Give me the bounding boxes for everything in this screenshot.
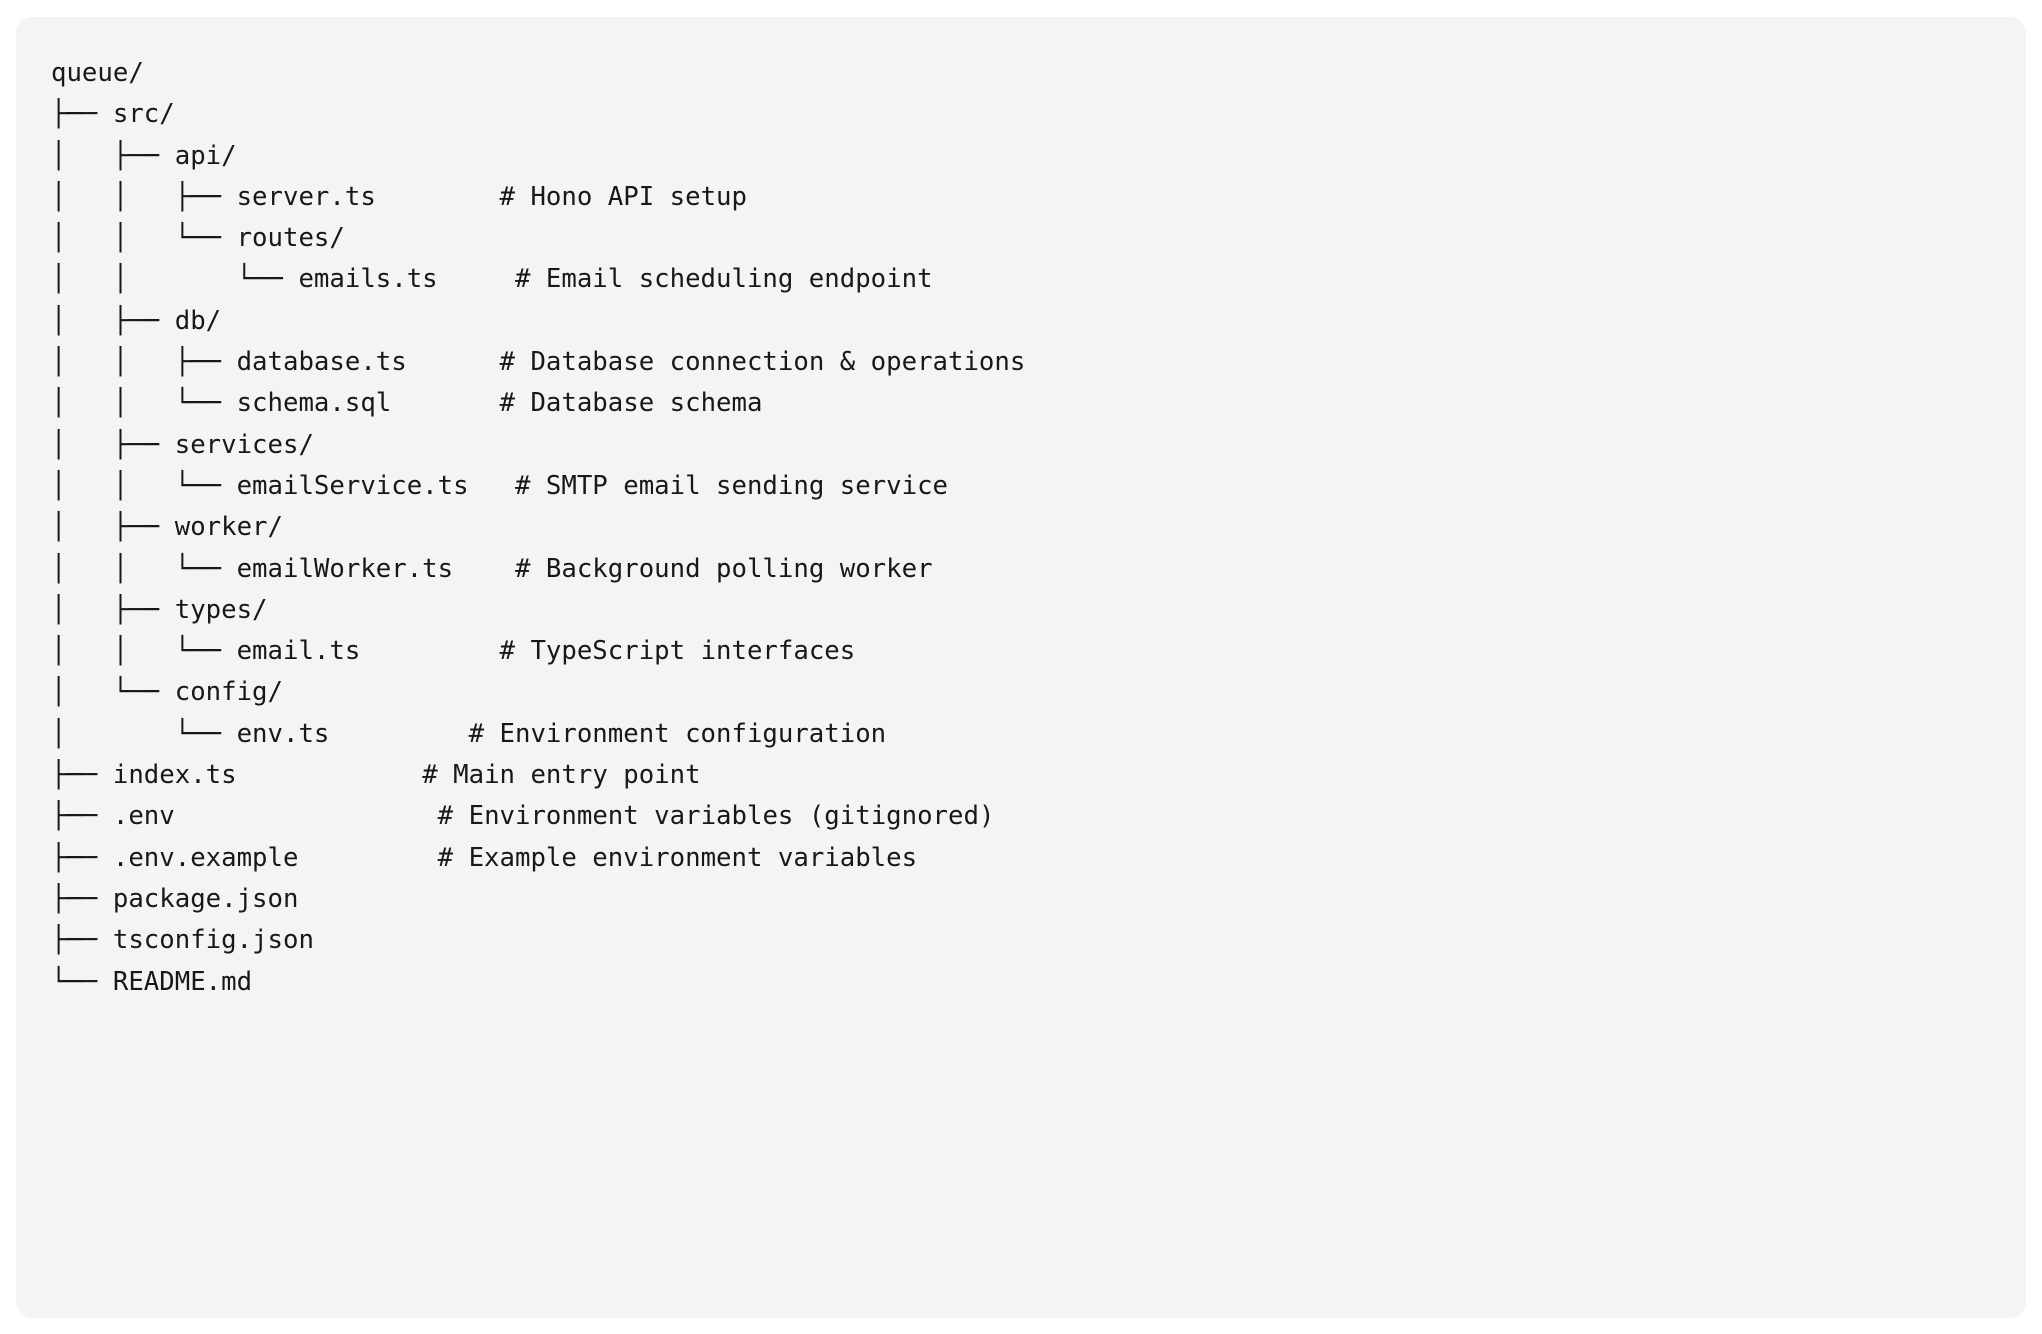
tree-comment: # Background polling worker	[514, 553, 933, 584]
tree-branch-glyphs: │ │ ├──	[51, 347, 237, 378]
tree-file-name[interactable]: emailWorker.ts	[236, 553, 454, 584]
tree-branch-glyphs: │ │ └──	[51, 388, 237, 419]
tree-comment-spacer	[438, 264, 515, 294]
tree-comment-spacer	[175, 801, 438, 831]
tree-file-name[interactable]: .env.example	[112, 842, 299, 873]
tree-line: │ │ └── emails.ts # Email scheduling end…	[51, 259, 2026, 300]
tree-directory-name[interactable]: db/	[174, 305, 222, 336]
tree-file-name[interactable]: server.ts	[236, 181, 376, 212]
tree-comment-spacer	[360, 636, 499, 666]
tree-branch-glyphs: └──	[51, 966, 113, 997]
tree-line: │ ├── db/	[51, 301, 2026, 342]
tree-line: ├── src/	[51, 94, 2026, 135]
tree-branch-glyphs: │ │ └──	[51, 223, 237, 254]
tree-branch-glyphs: │ │ ├──	[51, 181, 237, 212]
tree-line: queue/	[51, 53, 2026, 94]
tree-directory-name[interactable]: worker/	[174, 512, 283, 543]
tree-line: │ │ └── email.ts # TypeScript interfaces	[51, 631, 2026, 672]
tree-line: ├── tsconfig.json	[51, 920, 2026, 961]
tree-file-name[interactable]: schema.sql	[236, 388, 392, 419]
tree-file-name[interactable]: tsconfig.json	[112, 925, 314, 956]
tree-comment: # Example environment variables	[437, 842, 918, 873]
tree-line: ├── index.ts # Main entry point	[51, 755, 2026, 796]
tree-comment: # Database connection & operations	[499, 347, 1026, 378]
tree-branch-glyphs: ├──	[51, 760, 113, 791]
tree-comment-spacer	[391, 388, 499, 418]
tree-line: │ └── env.ts # Environment configuration	[51, 714, 2026, 755]
tree-comment: # Hono API setup	[499, 181, 747, 212]
tree-file-name[interactable]: emailService.ts	[236, 470, 469, 501]
tree-branch-glyphs: │ │ └──	[51, 470, 237, 501]
tree-comment: # Environment configuration	[468, 718, 887, 749]
tree-comment-spacer	[407, 347, 500, 377]
directory-tree-listing: queue/├── src/│ ├── api/│ │ ├── server.t…	[16, 53, 2026, 1003]
tree-file-name[interactable]: env.ts	[236, 718, 330, 749]
tree-branch-glyphs: ├──	[51, 842, 113, 873]
tree-directory-name[interactable]: routes/	[236, 223, 345, 254]
directory-tree-panel: queue/├── src/│ ├── api/│ │ ├── server.t…	[16, 17, 2026, 1318]
tree-branch-glyphs: ├──	[51, 801, 113, 832]
tree-directory-name[interactable]: config/	[174, 677, 283, 708]
tree-branch-glyphs: │ │ └──	[51, 636, 237, 667]
tree-line: │ ├── types/	[51, 590, 2026, 631]
tree-line: │ ├── api/	[51, 136, 2026, 177]
tree-line: └── README.md	[51, 962, 2026, 1003]
tree-comment-spacer	[237, 760, 423, 790]
tree-branch-glyphs: │ ├──	[51, 305, 175, 336]
tree-comment: # Environment variables (gitignored)	[437, 801, 995, 832]
tree-line: ├── .env.example # Example environment v…	[51, 838, 2026, 879]
tree-line: │ │ └── routes/	[51, 218, 2026, 259]
tree-branch-glyphs: ├──	[51, 883, 113, 914]
tree-file-name[interactable]: README.md	[112, 966, 253, 997]
tree-branch-glyphs: │ └──	[51, 677, 175, 708]
tree-branch-glyphs: │ ├──	[51, 429, 175, 460]
tree-line: │ │ └── emailService.ts # SMTP email sen…	[51, 466, 2026, 507]
tree-comment: # Email scheduling endpoint	[514, 264, 933, 295]
tree-comment-spacer	[453, 554, 515, 584]
tree-directory-name[interactable]: queue/	[51, 58, 144, 88]
tree-branch-glyphs: │ └──	[51, 718, 237, 749]
tree-directory-name[interactable]: types/	[174, 594, 268, 625]
tree-directory-name[interactable]: api/	[174, 140, 237, 171]
tree-comment-spacer	[298, 843, 437, 873]
tree-comment: # TypeScript interfaces	[499, 636, 856, 667]
tree-comment-spacer	[376, 182, 500, 212]
tree-comment: # SMTP email sending service	[514, 470, 949, 501]
tree-file-name[interactable]: package.json	[112, 883, 299, 914]
tree-line: │ ├── services/	[51, 425, 2026, 466]
tree-line: │ │ └── schema.sql # Database schema	[51, 383, 2026, 424]
tree-comment-spacer	[329, 719, 468, 749]
tree-directory-name[interactable]: services/	[174, 429, 314, 460]
tree-line: │ └── config/	[51, 672, 2026, 713]
tree-directory-name[interactable]: src/	[112, 99, 175, 130]
tree-branch-glyphs: │ ├──	[51, 140, 175, 171]
tree-branch-glyphs: │ │ └──	[51, 264, 299, 295]
tree-file-name[interactable]: email.ts	[236, 636, 361, 667]
tree-branch-glyphs: │ ├──	[51, 512, 175, 543]
tree-line: │ │ ├── database.ts # Database connectio…	[51, 342, 2026, 383]
tree-line: ├── package.json	[51, 879, 2026, 920]
tree-branch-glyphs: │ │ └──	[51, 553, 237, 584]
tree-comment: # Main entry point	[422, 760, 701, 791]
tree-file-name[interactable]: .env	[112, 801, 175, 832]
tree-file-name[interactable]: emails.ts	[298, 264, 438, 295]
tree-file-name[interactable]: database.ts	[236, 347, 407, 378]
tree-branch-glyphs: ├──	[51, 99, 113, 130]
tree-line: ├── .env # Environment variables (gitign…	[51, 796, 2026, 837]
tree-file-name[interactable]: index.ts	[112, 760, 237, 791]
tree-line: │ │ ├── server.ts # Hono API setup	[51, 177, 2026, 218]
tree-comment: # Database schema	[499, 388, 763, 419]
tree-line: │ │ └── emailWorker.ts # Background poll…	[51, 549, 2026, 590]
tree-comment-spacer	[469, 471, 515, 501]
tree-branch-glyphs: │ ├──	[51, 594, 175, 625]
tree-line: │ ├── worker/	[51, 507, 2026, 548]
tree-branch-glyphs: ├──	[51, 925, 113, 956]
